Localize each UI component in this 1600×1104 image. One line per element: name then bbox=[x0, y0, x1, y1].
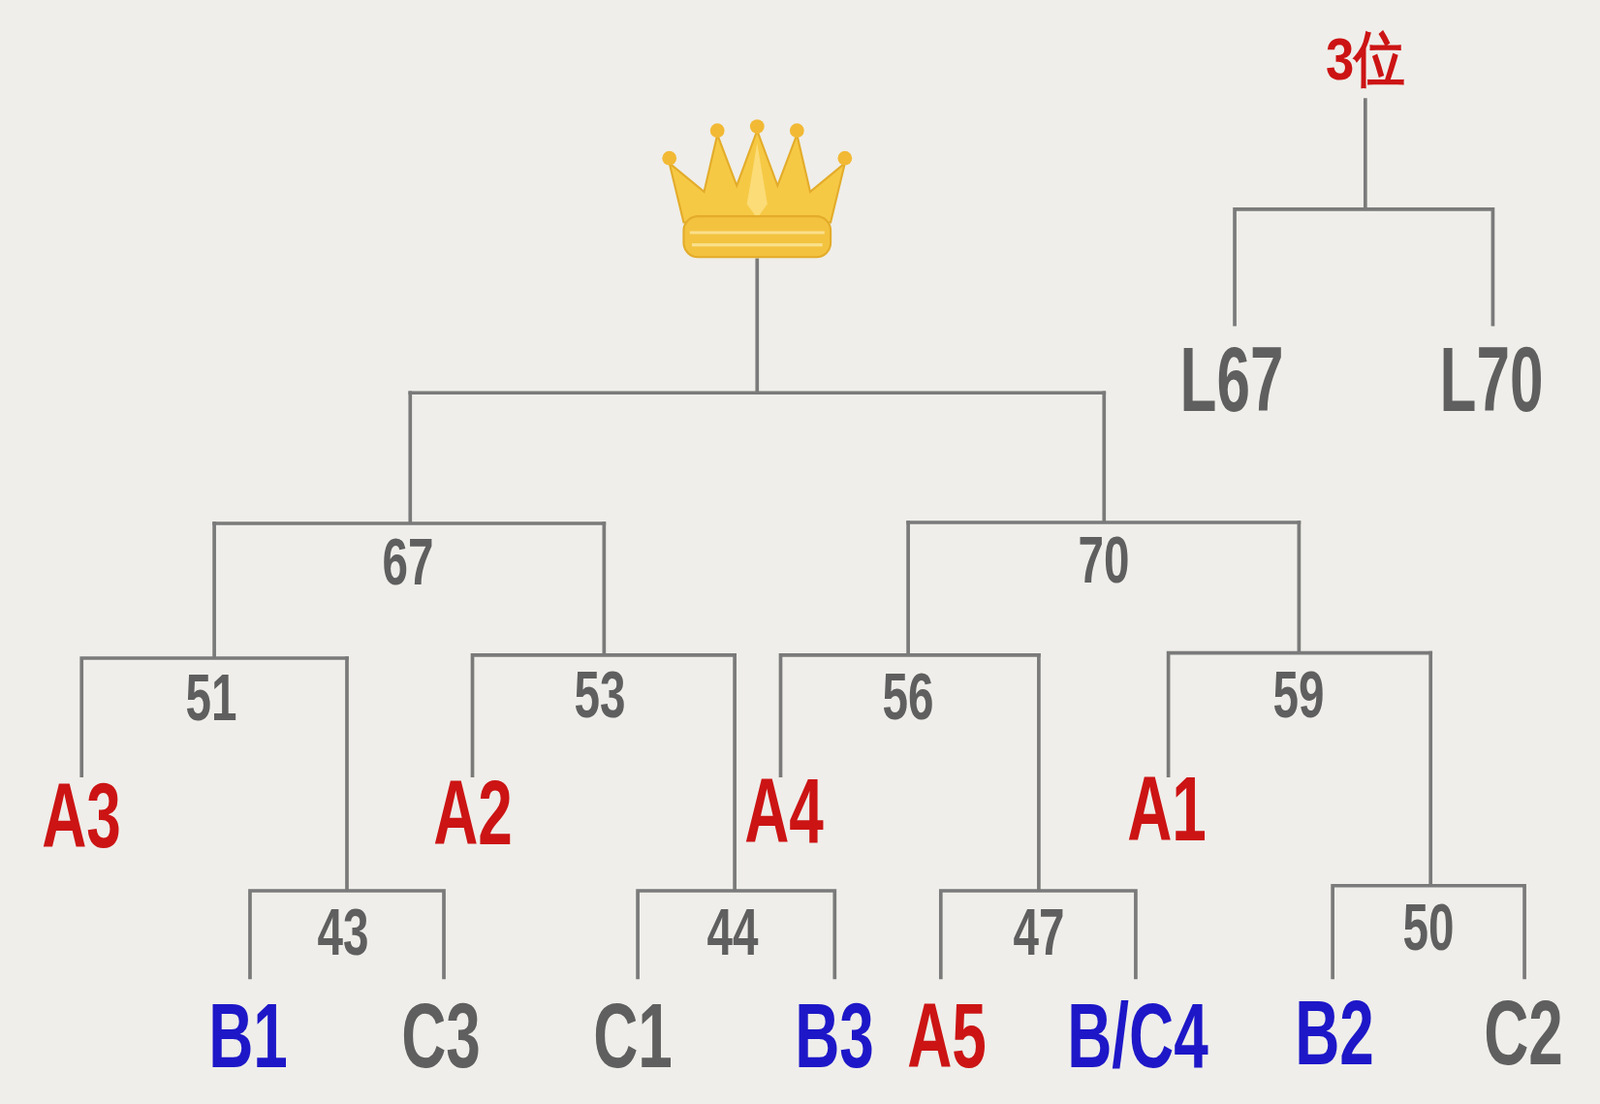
match-number: 67 bbox=[382, 528, 435, 595]
match-number: 51 bbox=[185, 663, 237, 730]
match-number: 43 bbox=[316, 898, 369, 965]
team-slot: A2 bbox=[433, 767, 513, 859]
team-slot: B3 bbox=[794, 990, 875, 1082]
team-slot: B2 bbox=[1294, 987, 1375, 1079]
crown bbox=[661, 119, 852, 257]
match-number: 44 bbox=[707, 898, 759, 965]
team-slot: A3 bbox=[41, 770, 122, 862]
team-slot: B/C4 bbox=[1066, 990, 1209, 1082]
match-number: 70 bbox=[1078, 526, 1130, 593]
match-number: 59 bbox=[1273, 660, 1325, 727]
match-number: 53 bbox=[574, 660, 627, 727]
match-number: 56 bbox=[882, 662, 935, 729]
loser-slot: L70 bbox=[1440, 334, 1544, 426]
team-slot: A4 bbox=[744, 765, 824, 857]
team-slot: C1 bbox=[593, 990, 673, 1082]
team-slot: B1 bbox=[208, 990, 288, 1082]
match-number: 47 bbox=[1012, 898, 1065, 965]
bracket bbox=[81, 99, 1525, 977]
match-number: 50 bbox=[1403, 893, 1455, 960]
third-place-heading: 3位 bbox=[1325, 29, 1406, 90]
loser-slot: L67 bbox=[1179, 334, 1284, 426]
team-slot: A1 bbox=[1127, 763, 1207, 855]
team-slot: C2 bbox=[1483, 987, 1564, 1079]
team-slot: C3 bbox=[401, 990, 481, 1082]
team-slot: A5 bbox=[907, 990, 987, 1082]
